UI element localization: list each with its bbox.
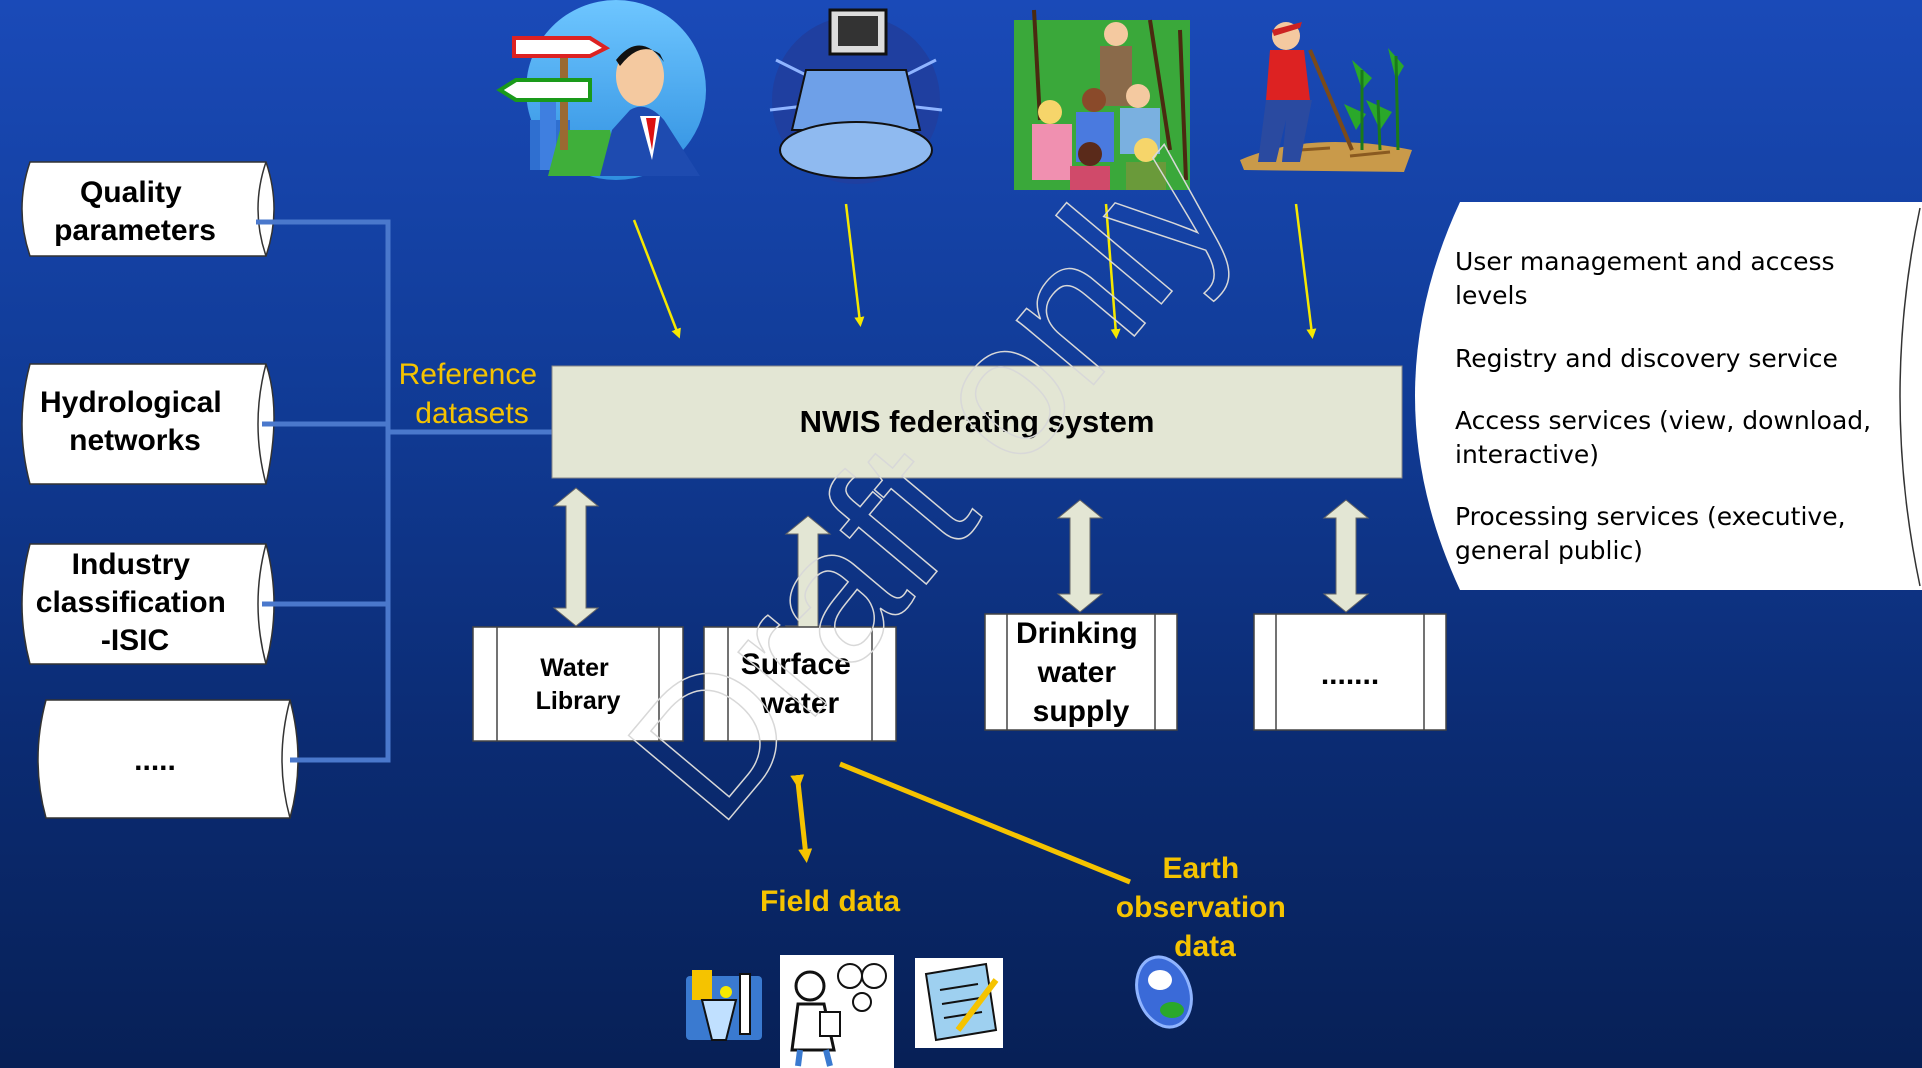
dataset-label-line1: Quality	[80, 176, 182, 209]
farmer-clipart	[1240, 22, 1412, 172]
service-processing: Processing services (executive, general …	[1455, 502, 1853, 565]
lab-equipment-clipart	[686, 970, 762, 1041]
meditating-computer-user-clipart	[769, 8, 943, 184]
dataset-label-line1: Industry	[72, 548, 191, 581]
dataset-label-line3: -ISIC	[101, 624, 169, 657]
reference-dataset-hydrological-networks: Hydrological networks	[21, 363, 275, 485]
subsystem-surface-water: Surface water	[703, 626, 897, 742]
reference-dataset-industry-classification: Industry classification -ISIC	[21, 543, 275, 665]
subsystem-water-library: Water Library	[472, 626, 684, 742]
reference-dataset-more: .....	[37, 699, 299, 819]
reference-datasets-label: Reference datasets	[399, 358, 546, 430]
reference-dataset-quality-parameters: Quality parameters	[21, 161, 275, 257]
reference-connectors	[256, 219, 552, 763]
svg-text:Surface water: Surface water	[741, 648, 859, 720]
dataset-label-line2: networks	[69, 424, 201, 457]
svg-text:Drinking water sup: Drinking water supply	[1016, 617, 1146, 728]
service-user-management: User management and access levels	[1455, 247, 1843, 310]
subsystem-drinking-water-supply: Drinking water supply	[984, 613, 1178, 731]
subsystem-label-line2: water	[1037, 656, 1117, 689]
subsystem-label-line2: water	[760, 687, 840, 720]
field-technician-clipart	[780, 955, 894, 1068]
subsystem-label-line2: Library	[536, 687, 621, 715]
satellite-clipart	[1135, 955, 1193, 1029]
double-arrow-more	[1322, 499, 1370, 613]
dataset-more-label: .....	[134, 744, 176, 777]
svg-text:Hydrological networks: Hydrological networks	[40, 386, 230, 457]
subsystem-label-line1: Water	[540, 654, 609, 682]
earth-observation-link	[839, 761, 1131, 885]
central-system-label: NWIS federating system	[800, 404, 1155, 439]
decision-maker-clipart	[496, 0, 706, 180]
service-registry-discovery: Registry and discovery service	[1455, 344, 1838, 373]
earth-observation-label: Earth observation data	[1116, 852, 1294, 963]
user-access-arrows	[632, 203, 1317, 339]
field-data-label: Field data	[760, 885, 900, 918]
double-arrow-water-library	[552, 487, 600, 627]
svg-text:Water Library: Water Library	[536, 654, 621, 715]
community-group-clipart	[1014, 9, 1190, 190]
subsystem-more-label: .......	[1321, 658, 1379, 691]
field-data-link	[790, 774, 813, 863]
subsystem-more: .......	[1253, 613, 1447, 731]
service-access: Access services (view, download, interac…	[1455, 406, 1879, 469]
nwis-federating-system: NWIS federating system	[551, 365, 1403, 479]
svg-text:Industry classification: Industry classification -ISIC	[36, 548, 234, 657]
dataset-label-line2: classification	[36, 586, 226, 619]
dataset-label-line1: Hydrological	[40, 386, 222, 419]
services-panel: User management and access levels Regist…	[1415, 202, 1922, 590]
double-arrow-drinking-water	[1056, 499, 1104, 613]
subsystem-label-line3: supply	[1033, 695, 1130, 728]
svg-text:Quality parameters: Quality parameters	[54, 176, 216, 247]
checklist-notepad-clipart	[915, 958, 1003, 1048]
dataset-label-line2: parameters	[54, 214, 216, 247]
subsystem-label-line1: Drinking	[1016, 617, 1138, 650]
subsystem-label-line1: Surface	[741, 648, 851, 681]
